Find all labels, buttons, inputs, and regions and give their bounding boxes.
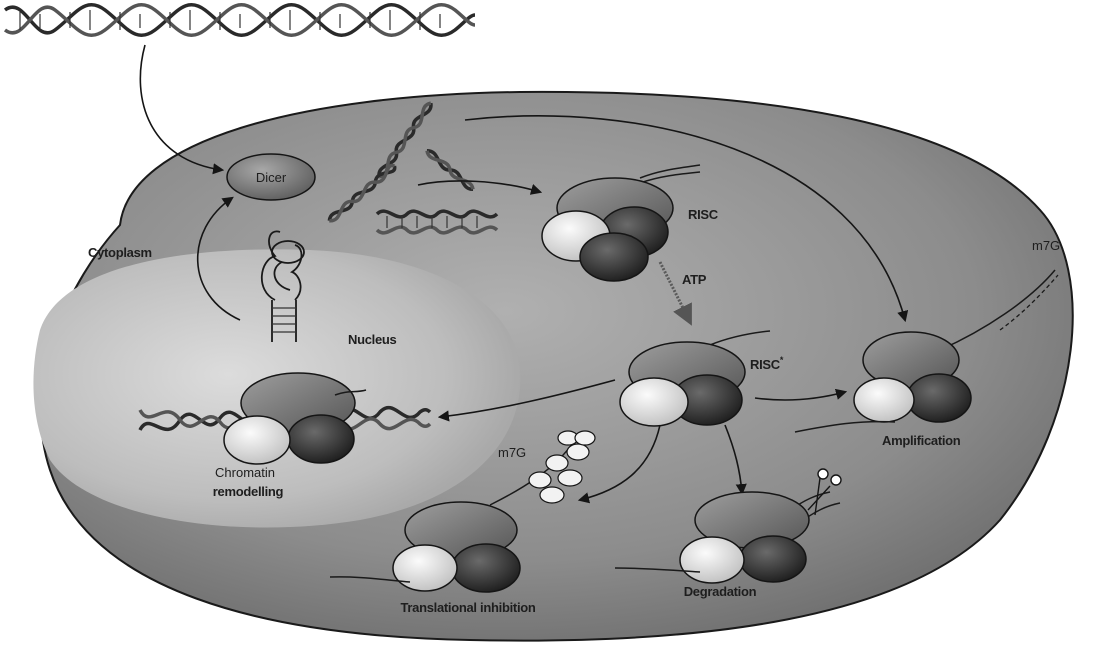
- amplification-label: Amplification: [882, 433, 961, 448]
- chromatin-label-line2: remodelling: [213, 484, 284, 499]
- m7g-left-label: m7G: [498, 445, 526, 460]
- risc-label: RISC: [688, 207, 719, 222]
- degradation-label: Degradation: [684, 584, 757, 599]
- dicer-label: Dicer: [256, 170, 287, 185]
- chromatin-label-line1: Chromatin: [215, 465, 275, 480]
- nucleus-label: Nucleus: [348, 332, 397, 347]
- m7g-right-label: m7G: [1032, 238, 1060, 253]
- dsrna-helix-top: [5, 5, 475, 36]
- cytoplasm-label: Cytoplasm: [88, 245, 152, 260]
- dicer-enzyme: Dicer: [227, 154, 315, 200]
- translational-inhibition-label: Translational inhibition: [400, 600, 535, 615]
- risc-active-label: RISC*: [750, 355, 784, 372]
- atp-label: ATP: [682, 272, 707, 287]
